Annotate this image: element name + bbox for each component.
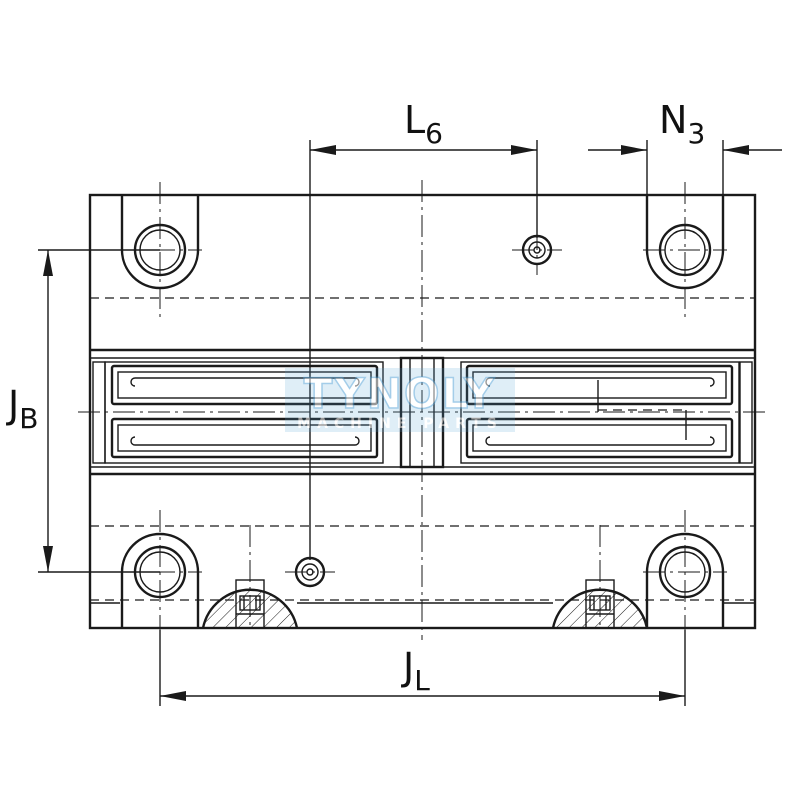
watermark-logo: TYNOLY MACHINE PARTS bbox=[285, 368, 515, 432]
mounting-slot-top-left bbox=[120, 195, 200, 290]
dimension-jb bbox=[38, 249, 160, 573]
label-l6: L6 bbox=[404, 98, 443, 150]
watermark-tagline: MACHINE PARTS bbox=[297, 416, 503, 432]
dimension-l6 bbox=[309, 140, 538, 560]
center-lines bbox=[78, 180, 770, 640]
label-jl: JL bbox=[401, 645, 430, 697]
label-n3: N3 bbox=[659, 98, 705, 150]
label-jb: JB bbox=[6, 383, 38, 435]
dimension-n3 bbox=[588, 140, 782, 195]
mounting-slot-top-right bbox=[645, 195, 725, 290]
watermark-brand: TYNOLY bbox=[304, 369, 497, 418]
bearing-section bbox=[92, 356, 753, 469]
dimension-jl bbox=[159, 630, 686, 706]
